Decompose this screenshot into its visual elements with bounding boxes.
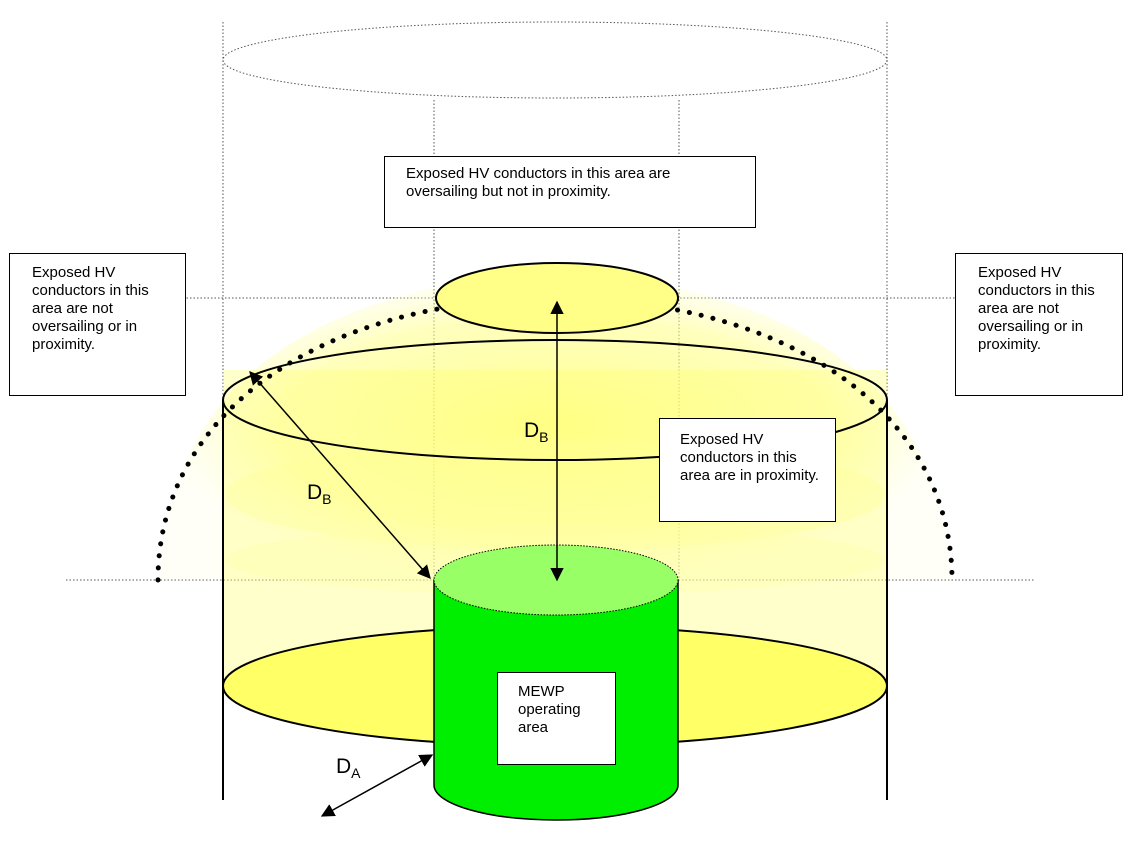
label-in-proximity: Exposed HV conductors in this area are i… [659, 418, 836, 522]
label-left-not-oversailing: Exposed HV conductors in this area are n… [9, 253, 186, 396]
db-diagonal-arrow [249, 370, 431, 580]
label-right-not-oversailing: Exposed HV conductors in this area are n… [955, 253, 1123, 396]
oversailing-zone-ellipse [222, 21, 888, 99]
mewp-cylinder-top [433, 544, 679, 616]
db-vertical-label: DB [524, 419, 549, 445]
label-oversailing-not-proximity: Exposed HV conductors in this area are o… [384, 156, 756, 228]
db-diagonal-label: DB [307, 481, 332, 507]
da-label: DA [336, 755, 361, 781]
da-arrow [320, 754, 434, 817]
label-mewp-operating-area: MEWP operating area [497, 672, 616, 765]
